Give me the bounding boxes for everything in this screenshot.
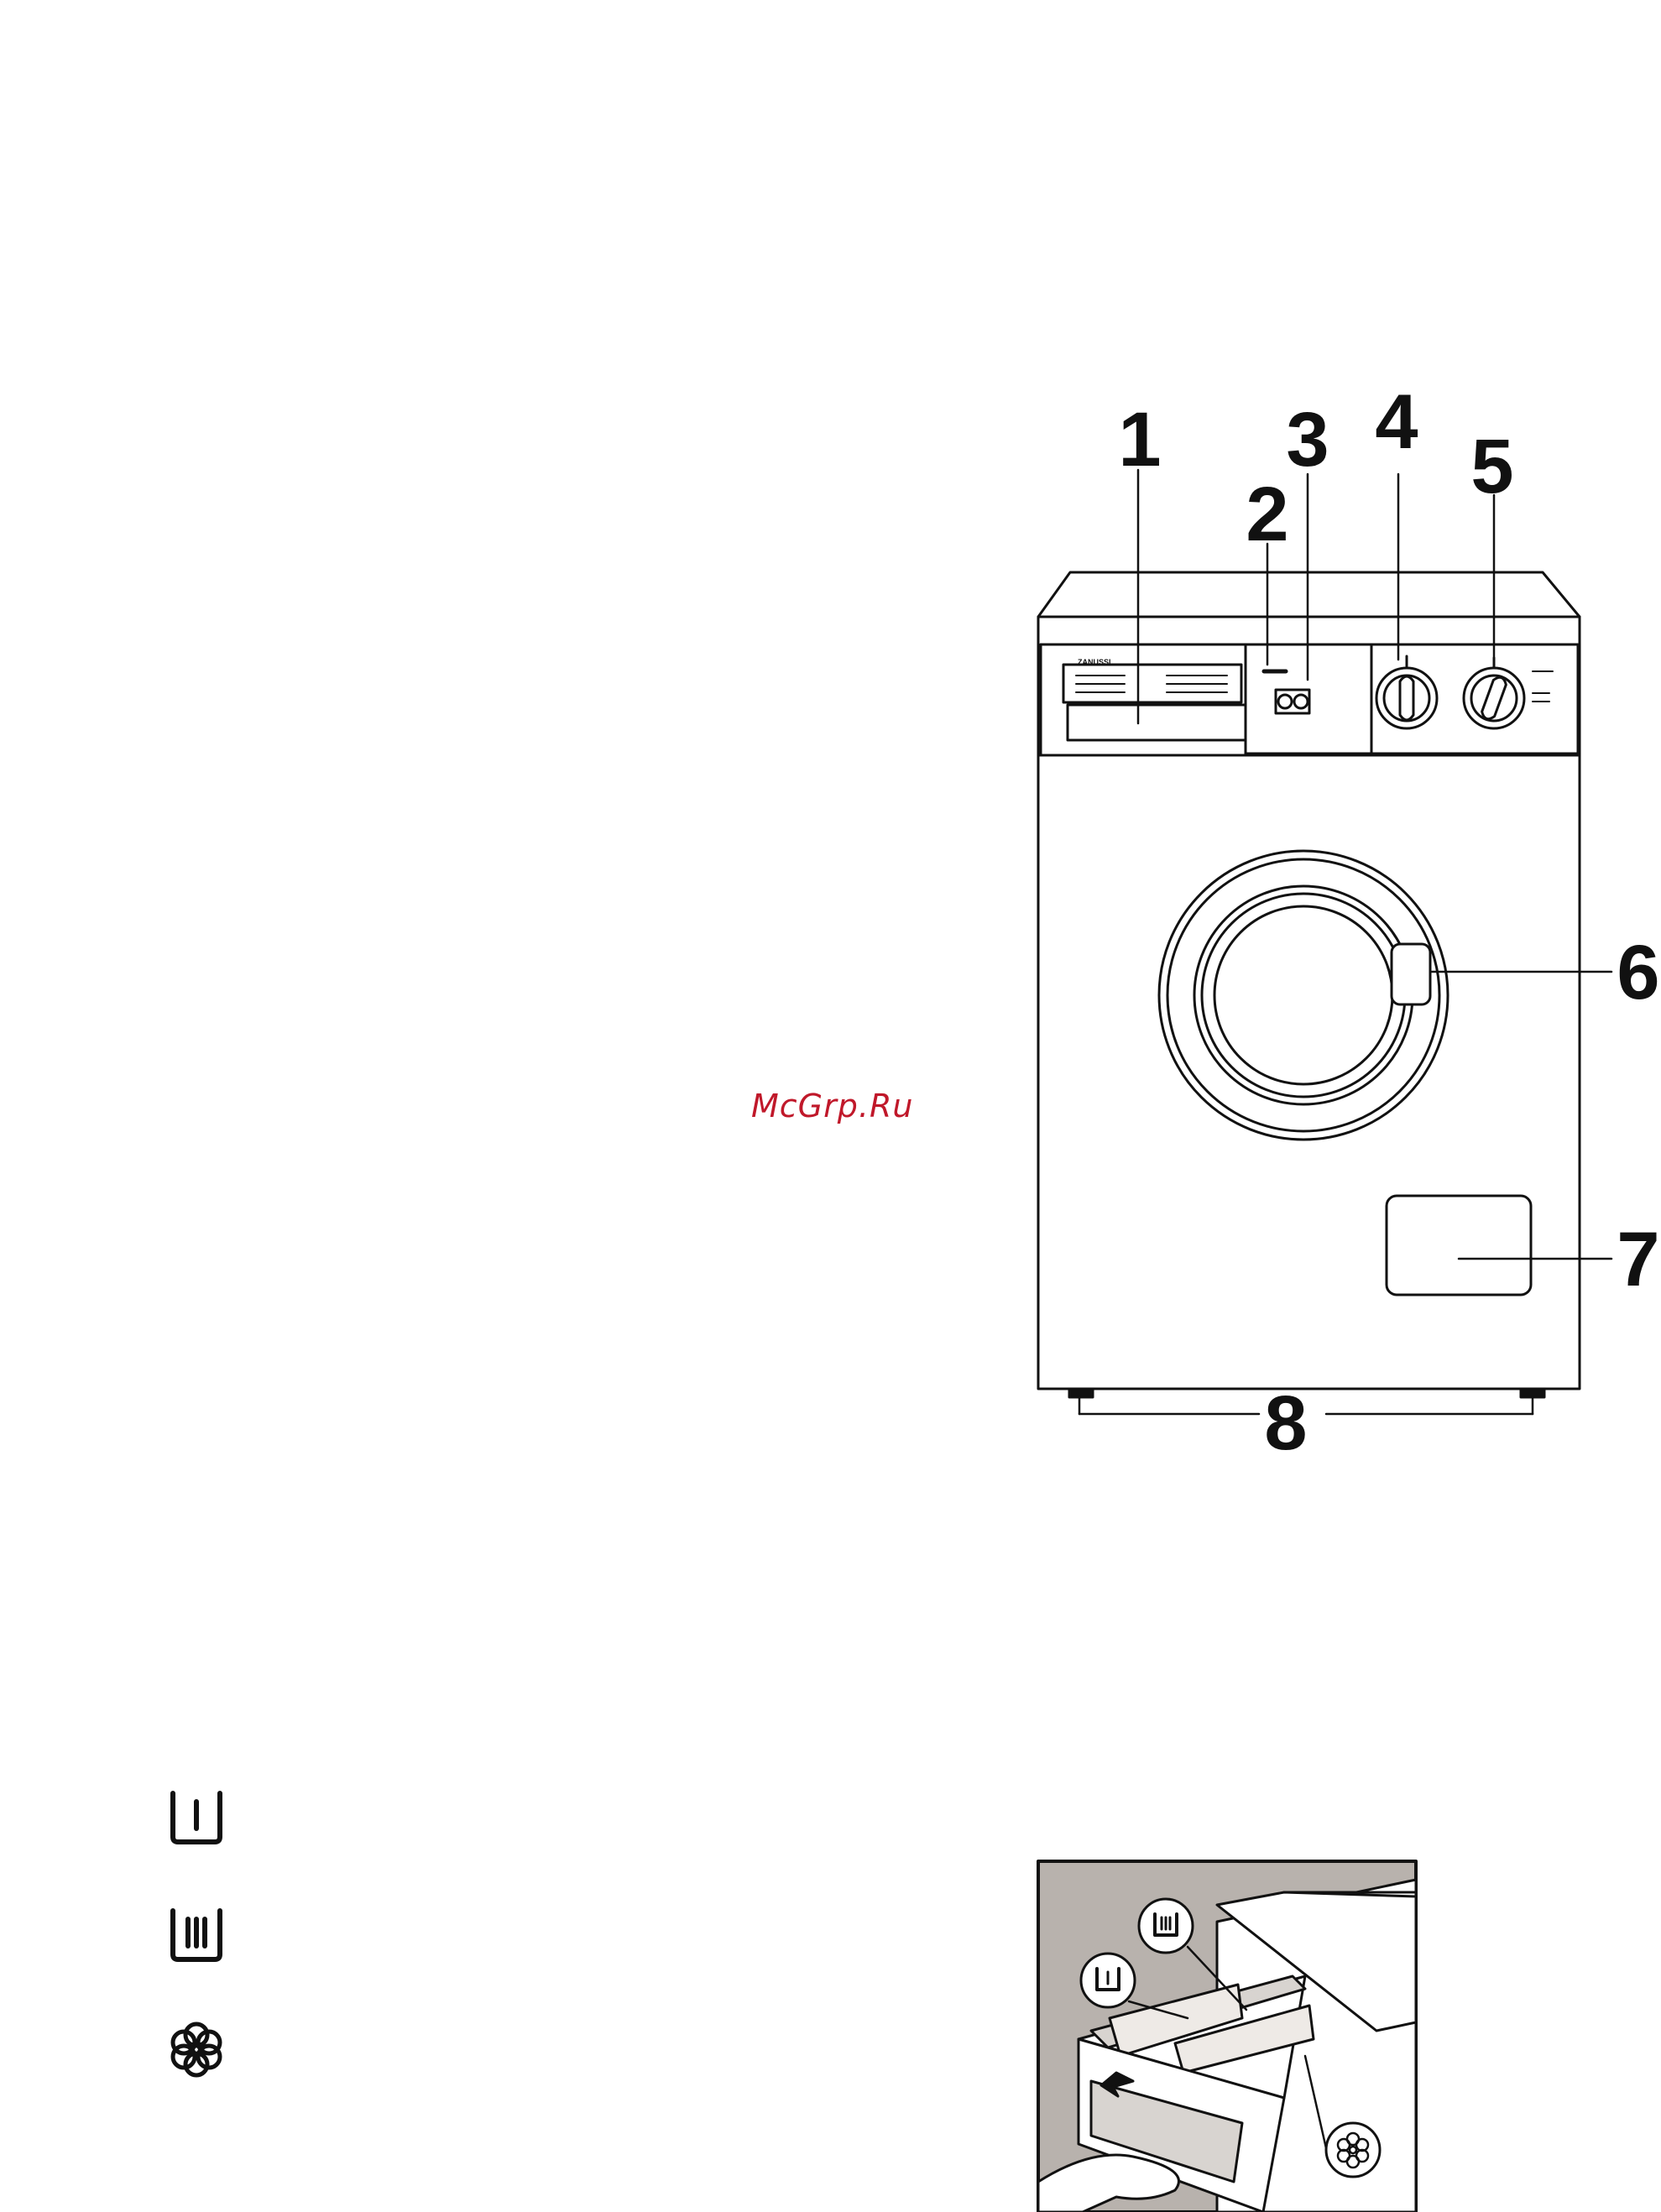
prewash-compartment-icon <box>163 1783 230 1850</box>
brand-logo: ZANUSSI <box>1078 658 1111 666</box>
watermark: McGrp.Ru <box>751 1088 913 1124</box>
callout-5: 5 <box>1470 428 1513 505</box>
main-wash-compartment-icon <box>163 1901 230 1968</box>
callout-1: 1 <box>1118 401 1161 478</box>
detergent-drawer-front <box>1041 644 1246 755</box>
callout-7: 7 <box>1617 1221 1659 1298</box>
porthole-door <box>1159 851 1448 1140</box>
softener-flower-icon <box>163 2016 230 2083</box>
callout-4: 4 <box>1375 383 1418 461</box>
callout-3: 3 <box>1286 401 1329 478</box>
callout-8: 8 <box>1264 1385 1307 1462</box>
drawer-detail-illustration <box>1038 1861 1416 2212</box>
callout-6: 6 <box>1617 934 1659 1011</box>
callout-2: 2 <box>1246 476 1288 553</box>
